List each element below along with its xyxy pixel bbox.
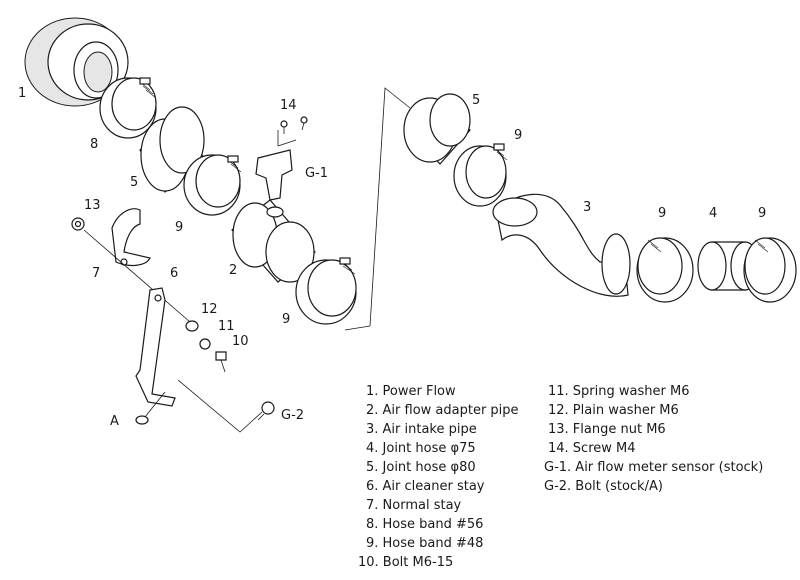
callout-9: 9	[758, 206, 766, 221]
legend-item: 1. Power Flow	[366, 384, 456, 399]
point-a-marker	[135, 415, 149, 425]
legend-item: 6. Air cleaner stay	[366, 479, 485, 494]
callout-4: 4	[709, 206, 717, 221]
legend-item: 2. Air flow adapter pipe	[366, 403, 519, 418]
legend-item: G-1. Air flow meter sensor (stock)	[544, 460, 764, 475]
callout-5: 5	[130, 175, 138, 190]
legend-item: 12. Plain washer M6	[548, 403, 679, 418]
callout-9: 9	[514, 128, 522, 143]
g2-leader-line	[177, 379, 263, 433]
callout-13: 13	[84, 198, 101, 213]
legend-item: 14. Screw M4	[548, 441, 636, 456]
callout-14: 14	[280, 98, 297, 113]
hose-band-56	[99, 77, 157, 139]
a-leader-line	[144, 391, 166, 418]
stay-leader-line	[83, 229, 191, 323]
power-flow-filter	[24, 17, 129, 107]
callout-a: A	[110, 414, 119, 429]
hose-band-48-lower	[295, 257, 357, 325]
washers-and-bolt	[185, 320, 227, 373]
legend-item: 3. Air intake pipe	[366, 422, 477, 437]
legend-item: 11. Spring washer M6	[548, 384, 690, 399]
legend-item: 13. Flange nut M6	[548, 422, 666, 437]
air-flow-meter-sensor	[255, 130, 297, 201]
legend-item: 7. Normal stay	[366, 498, 462, 513]
legend-item: 10. Bolt M6-15	[358, 555, 454, 570]
legend-item: 4. Joint hose φ75	[366, 441, 476, 456]
assembly-leader-line	[344, 87, 411, 331]
screws-m4	[280, 116, 308, 134]
callout-2: 2	[229, 263, 237, 278]
callout-6: 6	[170, 266, 178, 281]
legend-item: 8. Hose band #56	[366, 517, 484, 532]
callout-3: 3	[583, 200, 591, 215]
callout-9: 9	[282, 312, 290, 327]
parts-legend-left: 1. Power Flow 2. Air flow adapter pipe 3…	[358, 382, 519, 572]
air-intake-pipe	[492, 193, 631, 297]
hose-band-48-right-a	[636, 237, 694, 303]
parts-legend-right: 11. Spring washer M6 12. Plain washer M6…	[544, 382, 763, 496]
callout-11: 11	[218, 319, 235, 334]
callout-9: 9	[175, 220, 183, 235]
callout-5: 5	[472, 93, 480, 108]
joint-hose-80-left	[139, 106, 206, 193]
callout-12: 12	[201, 302, 218, 317]
callout-g2: G-2	[281, 408, 304, 423]
legend-item: G-2. Bolt (stock/A)	[544, 479, 663, 494]
air-cleaner-stay	[135, 287, 176, 407]
hose-band-48-left	[183, 154, 242, 216]
air-flow-adapter-pipe	[231, 199, 316, 283]
legend-item: 9. Hose band #48	[366, 536, 484, 551]
bolt-g2	[257, 401, 275, 421]
callout-1: 1	[18, 86, 26, 101]
joint-hose-80-right	[403, 93, 471, 165]
flange-nut	[71, 217, 85, 231]
callout-7: 7	[92, 266, 100, 281]
legend-item: 5. Joint hose φ80	[366, 460, 476, 475]
normal-stay	[111, 208, 151, 267]
hose-band-48-right-b	[743, 237, 797, 303]
callout-8: 8	[90, 137, 98, 152]
hose-band-48-right-upper	[453, 143, 508, 207]
callout-9: 9	[658, 206, 666, 221]
callout-10: 10	[232, 334, 249, 349]
callout-g1: G-1	[305, 166, 328, 181]
